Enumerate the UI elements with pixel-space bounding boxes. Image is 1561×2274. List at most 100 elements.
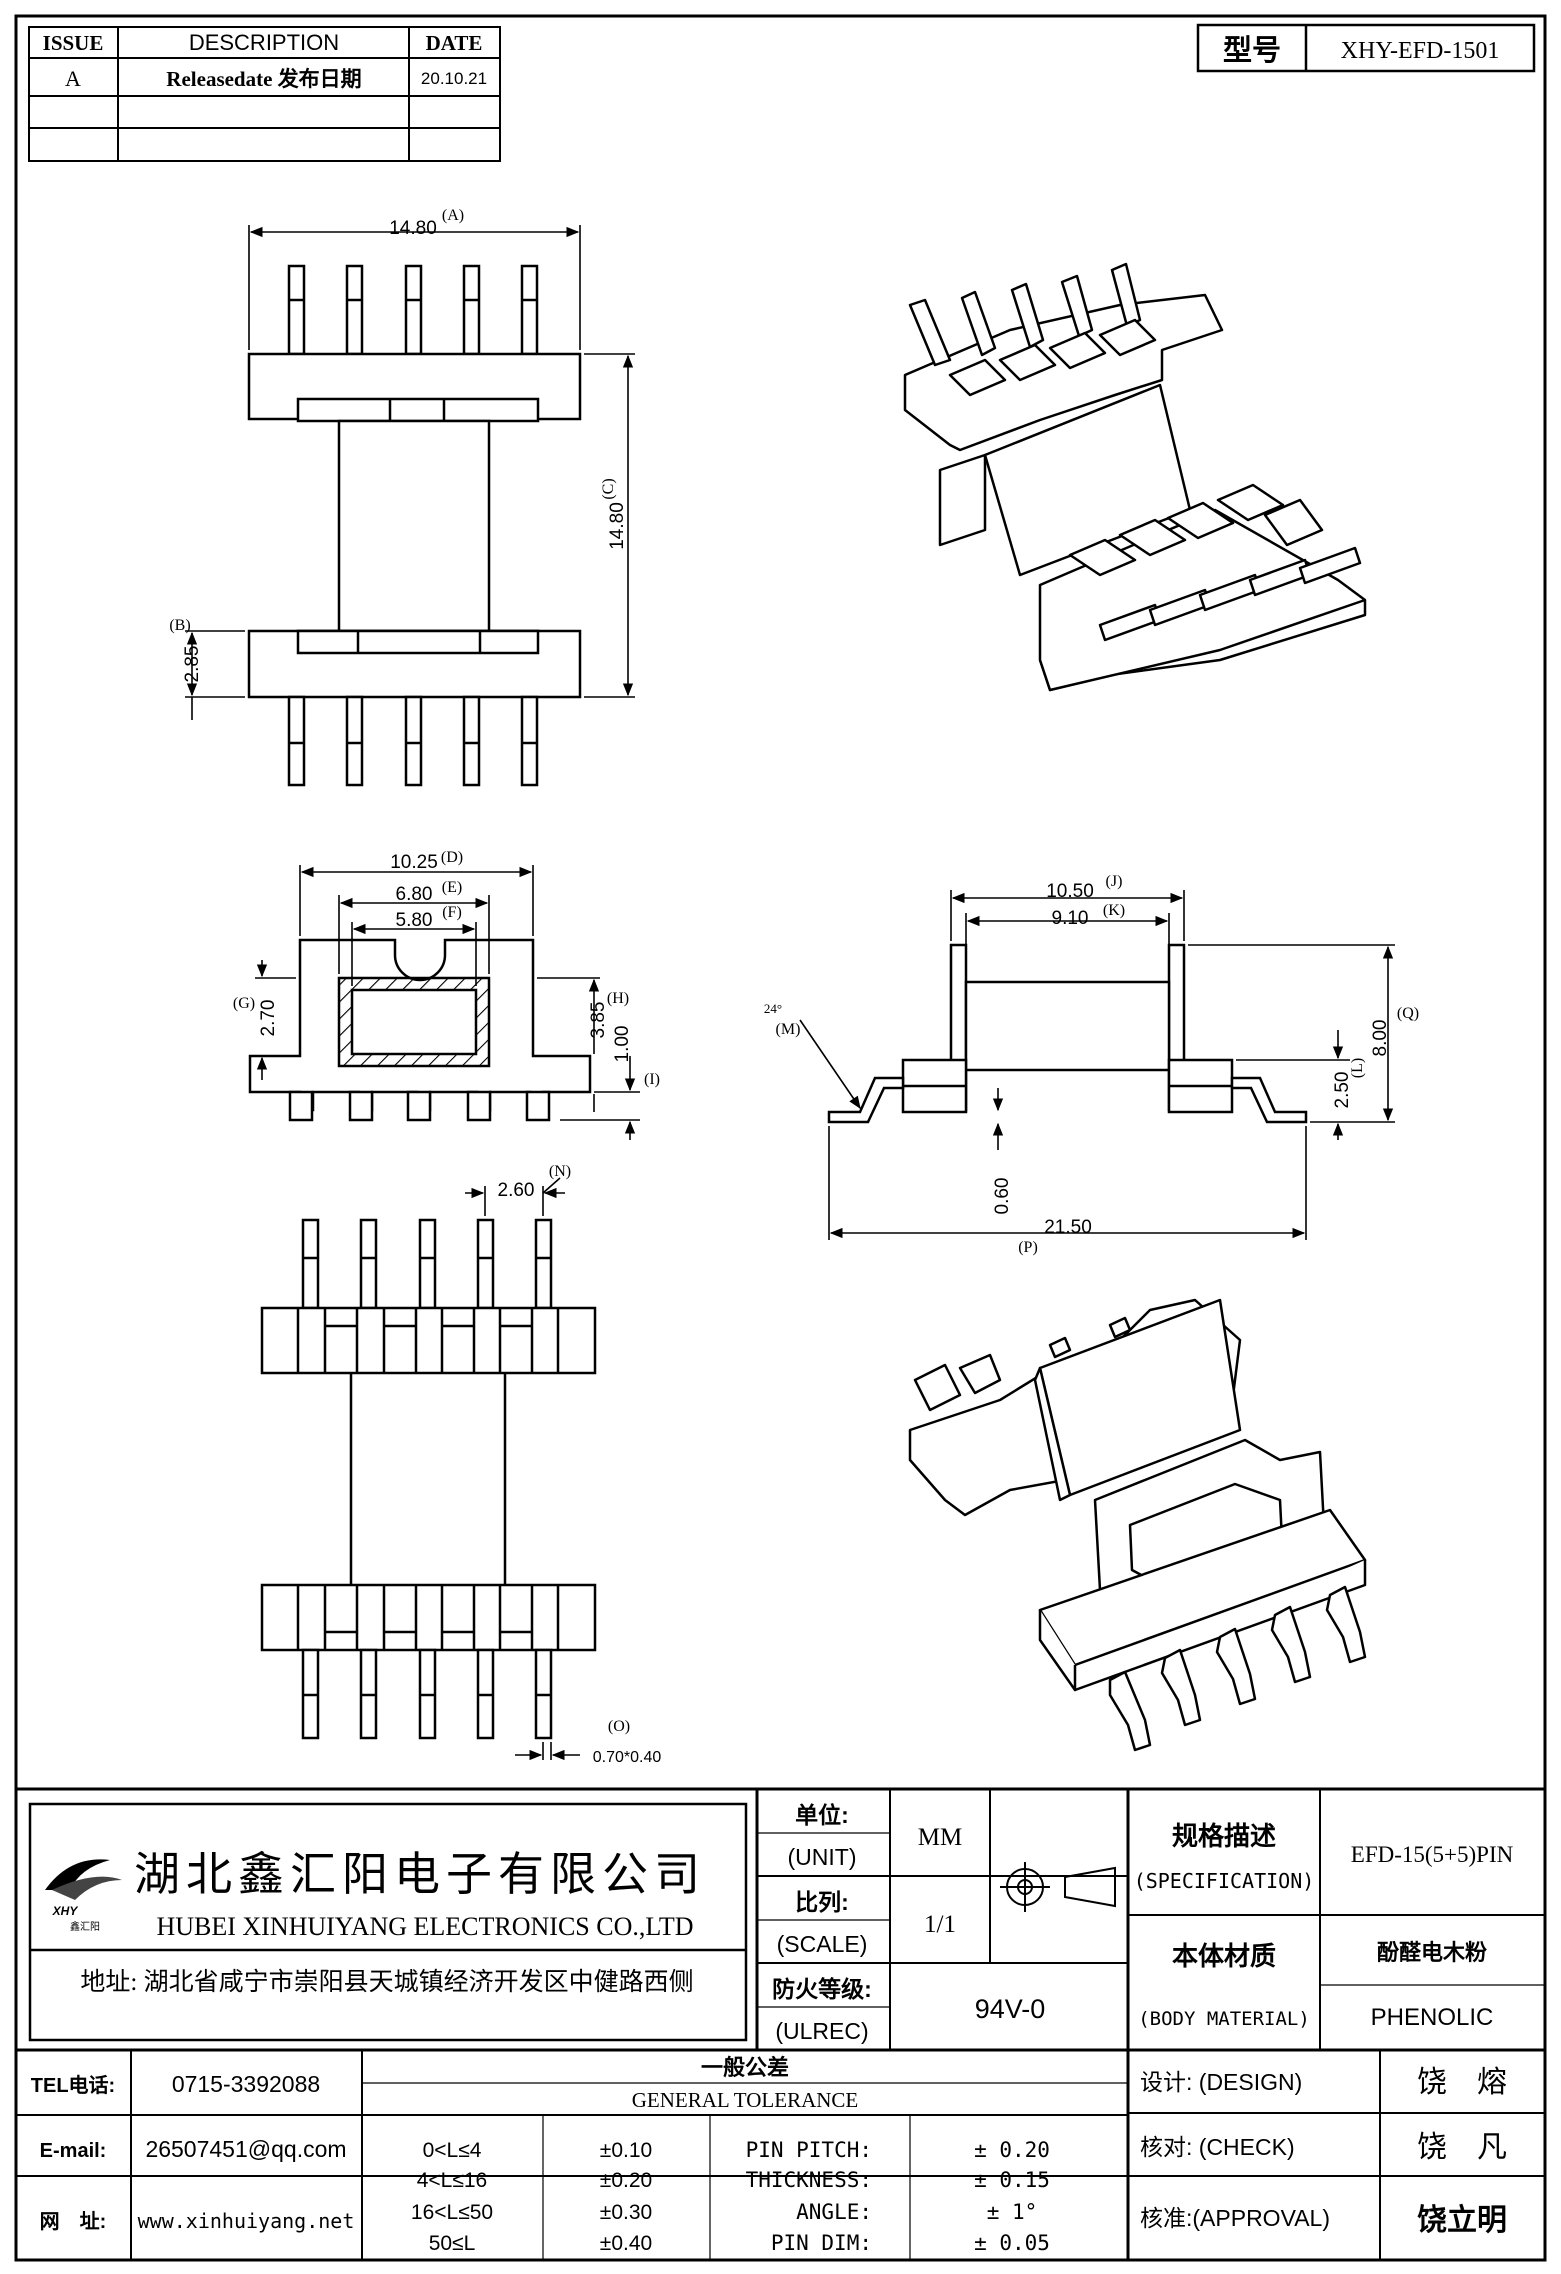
- revision-header-issue: ISSUE: [43, 31, 104, 55]
- web-value: www.xinhuiyang.net: [138, 2209, 355, 2233]
- revision-table: [28, 26, 501, 162]
- spec-label-cn: 规格描述: [1172, 1821, 1276, 1851]
- tolerance-range: 4<L≤16: [417, 2169, 488, 2192]
- tolerance-item-label: PIN PITCH:: [746, 2138, 872, 2162]
- approval-check-label: 核对: (CHECK): [1140, 2134, 1295, 2160]
- tolerance-title-en: GENERAL TOLERANCE: [632, 2088, 859, 2112]
- spec-value: EFD-15(5+5)PIN: [1351, 1842, 1514, 1867]
- tel-label: TEL电话:: [31, 2074, 115, 2097]
- dim-J-value: 10.50: [1046, 881, 1094, 902]
- ulrec-label-en: (ULREC): [775, 2018, 868, 2044]
- projection-symbol-icon: [1000, 1862, 1116, 1912]
- dim-B-tag: (B): [169, 617, 190, 634]
- dim-F-tag: (F): [442, 904, 462, 921]
- dim-A-tag: (A): [442, 207, 464, 224]
- approval-design-label: 设计: (DESIGN): [1140, 2069, 1302, 2095]
- sheet-border: [14, 14, 1547, 2262]
- material-label-cn: 本体材质: [1172, 1941, 1276, 1971]
- bottom-view-pins-lower: [301, 1648, 553, 1740]
- dim-N-value: 2.60: [498, 1180, 535, 1201]
- tolerance-item-label: THICKNESS:: [746, 2168, 872, 2192]
- company-logo: XHY 鑫汇阳: [45, 1859, 122, 1933]
- model-label: 型号: [1223, 34, 1281, 67]
- tolerance-value: ±0.10: [600, 2139, 652, 2162]
- dim-D-value: 10.25: [390, 852, 438, 873]
- dim-C-value: 14.80: [607, 502, 628, 550]
- dim-C-tag: (C): [600, 478, 617, 499]
- top-view-pins-lower: [287, 695, 539, 787]
- revision-row-issue: A: [65, 66, 81, 91]
- tolerance-item-label: ANGLE:: [796, 2200, 872, 2224]
- model-value: XHY-EFD-1501: [1341, 38, 1500, 64]
- dim-M-tag: (M): [776, 1021, 801, 1038]
- dim-E-value: 6.80: [396, 884, 433, 905]
- tolerance-item-value: ± 0.20: [974, 2138, 1050, 2162]
- tel-value: 0715-3392088: [172, 2071, 320, 2097]
- dim-A-value: 14.80: [389, 218, 437, 239]
- dim-M-value: 24°: [764, 1001, 782, 1016]
- title-block-frame: [16, 1787, 1545, 2260]
- company-address: 地址: 湖北省咸宁市崇阳县天城镇经济开发区中健路西侧: [80, 1968, 693, 1996]
- tolerance-value: ±0.30: [600, 2201, 652, 2224]
- revision-header-description: DESCRIPTION: [189, 30, 339, 55]
- material-label-en: (BODY MATERIAL): [1138, 2008, 1310, 2030]
- email-value: 26507451@qq.com: [145, 2136, 346, 2162]
- dim-H-value: 3.85: [588, 1002, 609, 1039]
- company-name-cn: 湖北鑫汇阳电子有限公司: [134, 1849, 706, 1900]
- tolerance-item-value: ± 1°: [987, 2200, 1038, 2224]
- approval-approval-name: 饶立明: [1417, 2203, 1507, 2237]
- dim-L-tag: (L): [1349, 1058, 1366, 1078]
- dim-G-value: 2.70: [258, 1000, 279, 1037]
- dim-H-tag: (H): [607, 990, 629, 1007]
- dim-O-tag: (O): [608, 1718, 630, 1735]
- email-label: E-mail:: [40, 2140, 107, 2162]
- dim-K-value: 9.10: [1052, 908, 1089, 929]
- tolerance-value: ±0.40: [600, 2232, 652, 2255]
- dim-Q-value: 8.00: [1370, 1020, 1391, 1057]
- dim-I-value: 1.00: [612, 1026, 633, 1063]
- material-value-cn: 酚醛电木粉: [1377, 1940, 1487, 1965]
- top-view-pins-upper: [287, 264, 539, 356]
- scale-label-cn: 比列:: [795, 1889, 849, 1915]
- dim-P-tag: (P): [1018, 1239, 1038, 1256]
- dim-E-tag: (E): [442, 879, 462, 896]
- dim-K-tag: (K): [1103, 902, 1125, 919]
- top-view: [247, 264, 582, 787]
- revision-row-date: 20.10.21: [421, 69, 487, 88]
- ulrec-value: 94V-0: [975, 1994, 1046, 2024]
- dim-N-tag: (N): [549, 1163, 571, 1180]
- unit-label-en: (UNIT): [788, 1844, 857, 1870]
- model-box: [1196, 23, 1536, 73]
- unit-label-cn: 单位:: [795, 1802, 849, 1828]
- isometric-view-bottom: [908, 1298, 1367, 1752]
- tolerance-value: ±0.20: [600, 2169, 652, 2192]
- dim-J-tag: (J): [1106, 873, 1123, 890]
- dim-P-value: 21.50: [1044, 1217, 1092, 1238]
- approval-design-name: 饶 熔: [1417, 2066, 1507, 2099]
- revision-header-date: DATE: [426, 31, 483, 55]
- dim-L-value: 2.50: [1332, 1072, 1353, 1109]
- dim-pin-offset-value: 0.60: [992, 1178, 1013, 1215]
- isometric-view-top: [903, 262, 1367, 692]
- bottom-view: [260, 1218, 597, 1740]
- dim-G-tag: (G): [233, 995, 255, 1012]
- unit-value: MM: [918, 1824, 962, 1851]
- dim-Q-tag: (Q): [1397, 1005, 1419, 1022]
- tolerance-title-cn: 一般公差: [701, 2055, 789, 2080]
- tolerance-item-value: ± 0.15: [974, 2168, 1050, 2192]
- dim-O-value: 0.70*0.40: [593, 1749, 662, 1766]
- approval-approval-label: 核准:(APPROVAL): [1140, 2205, 1330, 2231]
- scale-value: 1/1: [924, 1911, 956, 1938]
- front-view: [248, 938, 592, 1122]
- dim-D-tag: (D): [441, 849, 463, 866]
- dim-I-tag: (I): [644, 1071, 660, 1088]
- web-label: 网 址:: [40, 2210, 107, 2233]
- tolerance-item-label: PIN DIM:: [771, 2231, 872, 2255]
- tolerance-item-value: ± 0.05: [974, 2231, 1050, 2255]
- bottom-view-pins-upper: [301, 1218, 553, 1310]
- tolerance-range: 0<L≤4: [423, 2139, 482, 2162]
- dim-B-value: 2.85: [182, 646, 203, 683]
- svg-text:XHY: XHY: [52, 1904, 79, 1918]
